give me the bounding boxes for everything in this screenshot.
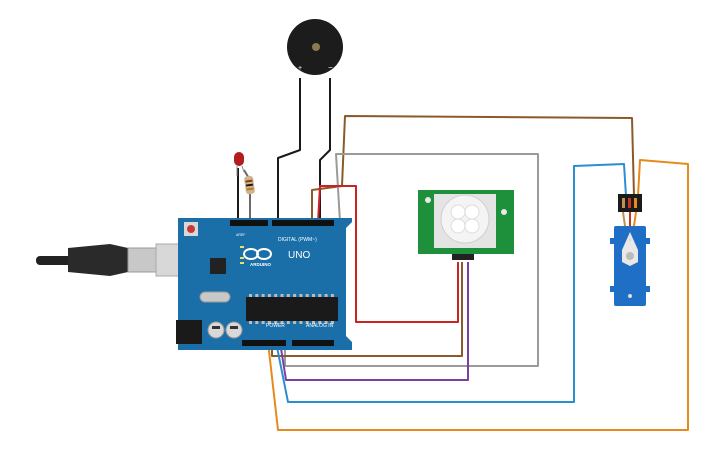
buzzer-plus-label: + [298,65,302,72]
buzzer[interactable]: + − [287,19,343,75]
chip-pin [305,321,309,324]
analog-label: ANALOG IN [306,323,334,329]
chip-pin [324,294,328,297]
chip-pin [255,321,259,324]
chip-pin [255,294,259,297]
chip-pin [261,321,265,324]
wire-buzzer-minus[interactable] [319,78,331,222]
wire-gray[interactable] [284,153,539,367]
chip-pin [249,294,252,297]
chip-pin [299,294,303,297]
wire-orange[interactable] [267,159,689,431]
capacitor-2 [225,321,243,339]
chip-pin [293,294,297,297]
arduino-logo [243,248,272,260]
wire-blue[interactable] [275,163,627,403]
chip-pin [299,321,303,324]
digital-header-right [272,220,334,226]
power-label: POWER [266,323,285,329]
capacitor-1 [207,321,225,339]
pir-pins [452,254,474,260]
power-jack[interactable] [176,320,202,344]
chip-pin [274,321,278,324]
chip-pin [312,294,315,297]
chip-pin [318,321,322,324]
digital-header-left [230,220,268,226]
chip-pin [280,294,284,297]
wire-purple[interactable] [279,262,469,381]
servo-tab-bottom [610,286,650,292]
usb-plug-metal [127,247,157,273]
buzzer-minus-label: − [328,63,333,72]
aref-label: AREF [236,233,245,237]
wires [237,78,689,431]
wire-red-top[interactable] [317,185,459,323]
usb-plug-body [68,244,128,276]
digital-label: DIGITAL (PWM~) [278,237,317,243]
wire-brown-top[interactable] [311,115,635,222]
analog-header [292,340,334,346]
board-pcb [178,218,352,350]
chip-pin [324,321,328,324]
led-l [240,246,244,248]
chip-pin [261,294,265,297]
chip-pin [274,294,278,297]
atmega-chip [246,297,338,321]
led-rx [240,262,244,264]
power-header [242,340,286,346]
board-name: UNO [288,250,310,261]
chip-pin [267,294,271,297]
pir-mount-right [501,209,507,215]
pir-mount-left [425,197,431,203]
usb-cable-wire [36,256,72,265]
usb-cable[interactable] [36,243,197,277]
arduino-board[interactable]: DIGITAL (PWM~) AREF UNO ARDUINO POWER AN… [176,218,352,350]
chip-pin [318,294,322,297]
wire-buzzer-plus[interactable] [277,78,301,220]
buzzer-hole [312,43,320,51]
chip-pin [249,321,252,324]
led-body [234,152,244,166]
chip-pin [286,321,290,324]
board-brand: ARDUINO [250,262,271,267]
servo-shaft [626,252,634,260]
servo-motor[interactable] [610,194,650,306]
chip-pin [286,294,290,297]
chip-pin [293,321,297,324]
chip-pin [312,321,315,324]
usb-chip [210,258,226,274]
pir-sensor[interactable] [418,190,514,260]
led[interactable] [234,152,245,176]
chip-pin [330,321,334,324]
crystal [199,291,231,303]
resistor[interactable] [244,175,255,195]
pir-dome [440,194,490,244]
chip-pins [249,294,334,324]
led-tx [240,257,244,259]
chip-pin [280,321,284,324]
chip-pin [267,321,271,324]
servo-horn[interactable] [622,232,638,266]
chip-pin [305,294,309,297]
chip-pin [330,294,334,297]
